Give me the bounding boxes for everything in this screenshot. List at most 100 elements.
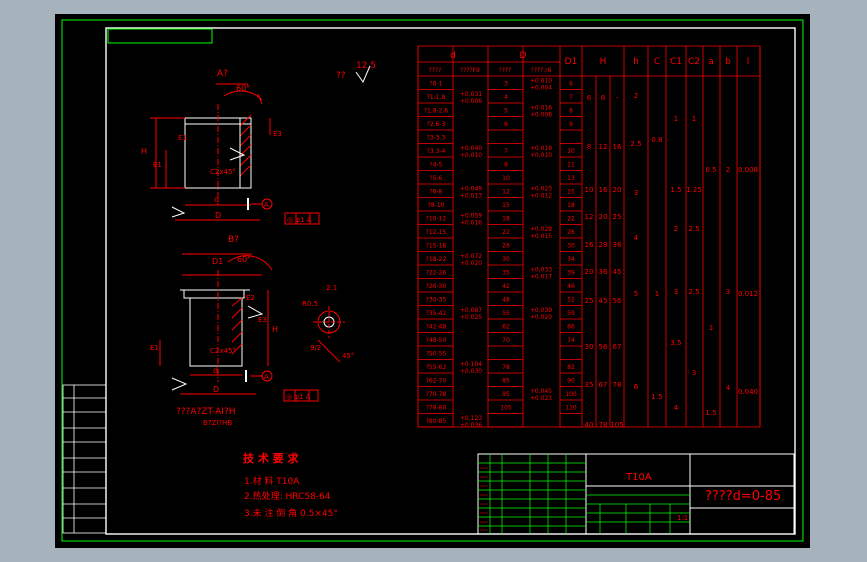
row-D: 3 <box>504 81 508 88</box>
row-D-tol-lower: +0.017 <box>530 274 552 281</box>
row-D: 22 <box>502 229 510 236</box>
cell-param: 1.25 <box>686 186 702 194</box>
row-D: 18 <box>502 216 510 223</box>
row-D-tol-upper: +0.010 <box>530 78 552 85</box>
cell-H: 56 <box>613 297 622 305</box>
row-d-tol-upper: +0.123 <box>460 415 482 422</box>
view-a: A? 60° H E1 E1 E3 d D C2x45° <box>141 69 320 225</box>
row-d-tol-upper: +0.031 <box>460 91 482 98</box>
row-D1: 22 <box>567 216 575 223</box>
cell-H: 56 <box>599 343 608 351</box>
cell-param: 0.040 <box>738 388 758 396</box>
header-D-tol: ????.r6 <box>531 67 552 74</box>
row-D-tol-lower: +0.023 <box>530 395 552 402</box>
row-d-tol-lower: +0.010 <box>460 152 482 159</box>
cell-param: 3 <box>692 369 696 377</box>
cell-H: 28 <box>599 241 608 249</box>
svg-text:9/2: 9/2 <box>310 344 321 352</box>
cell-param: 1.5 <box>670 186 681 194</box>
view-a-chamfer: C2x45° <box>210 168 236 176</box>
row-D-tol-lower: +0.010 <box>530 152 552 159</box>
cell-H: 16 <box>613 143 622 151</box>
top-left-tag <box>107 28 213 44</box>
svg-text:R0.5: R0.5 <box>302 300 318 308</box>
cell-H: 12 <box>585 213 594 221</box>
row-d: ?22-26 <box>426 270 447 277</box>
row-d: ?2.6-3 <box>427 121 446 128</box>
cell-param: 0.008 <box>738 166 758 174</box>
row-D: 35 <box>502 270 510 277</box>
view-a-dim-d: d <box>214 195 219 204</box>
header-h: h <box>633 57 639 67</box>
row-d: ?12-15 <box>426 229 447 236</box>
row-D: 30 <box>502 256 510 263</box>
surface-note-prefix: ?? <box>336 71 346 81</box>
view-b: B? 60° D1 H E1 E2 E3 C2x45° d D A <box>150 235 354 402</box>
cell-H: 16 <box>585 241 594 249</box>
svg-text:E1: E1 <box>150 344 159 352</box>
header-C: C <box>654 57 660 67</box>
cell-param: 2 <box>634 92 638 100</box>
row-D1: 82 <box>567 364 575 371</box>
row-d-tol-lower: +0.020 <box>460 260 482 267</box>
roughness-symbol <box>355 65 371 84</box>
cell-param: 1 <box>674 115 678 123</box>
cell-param: 2.5 <box>630 140 641 148</box>
header-d-tol: ????F9 <box>460 67 480 74</box>
svg-text:2:1: 2:1 <box>326 284 337 292</box>
svg-text:45°: 45° <box>342 352 354 360</box>
row-D: 105 <box>500 405 512 412</box>
cell-param: 3 <box>634 189 638 197</box>
cell-H: 25 <box>613 213 622 221</box>
cell-H: 78 <box>599 421 608 429</box>
row-D: 95 <box>502 391 510 398</box>
header-C1: C1 <box>670 57 682 67</box>
row-d-tol-lower: +0.025 <box>460 314 482 321</box>
outer-frame <box>61 19 804 542</box>
row-D: 78 <box>502 364 510 371</box>
row-d-tol-lower: +0.006 <box>460 98 482 105</box>
header-d: d <box>450 51 456 61</box>
row-D1: 46 <box>567 283 575 290</box>
cell-H: 20 <box>585 268 594 276</box>
cell-param: 4 <box>634 234 639 242</box>
svg-text:A: A <box>264 201 269 209</box>
row-d: ?26-30 <box>426 283 447 290</box>
row-d: ?70-78 <box>426 391 447 398</box>
row-d: ?35-42 <box>426 310 447 317</box>
cell-H: 45 <box>599 297 608 305</box>
svg-text:D1: D1 <box>212 257 223 266</box>
row-d-tol-lower: +0.013 <box>460 193 482 200</box>
row-d: ?5-6 <box>430 175 443 182</box>
row-D1: 6 <box>569 81 573 88</box>
title-material: T10A <box>625 472 652 483</box>
svg-text:E3: E3 <box>258 316 267 324</box>
svg-text:H: H <box>141 147 147 156</box>
cell-param: 4 <box>674 404 679 412</box>
cell-param: 6 <box>634 383 639 391</box>
row-D1: 34 <box>567 256 575 263</box>
row-D1: 100 <box>565 391 577 398</box>
tech-req-item-2: 2.热处理: HRC58-64 <box>244 490 331 502</box>
svg-text:d: d <box>213 366 218 375</box>
view-b-chamfer: C2x45° <box>210 347 236 355</box>
row-D-tol-lower: +0.004 <box>530 85 552 92</box>
row-D: 42 <box>502 283 510 290</box>
row-D: 48 <box>502 297 510 304</box>
svg-text:◎ φ1 A: ◎ φ1 A <box>287 216 312 224</box>
header-l: l <box>747 57 750 67</box>
cell-H: - <box>616 94 619 102</box>
view-b-label: B? <box>228 235 239 245</box>
cell-param: 1 <box>655 290 659 298</box>
row-D-tol-upper: +0.039 <box>530 307 552 314</box>
row-d-tol-upper: +0.059 <box>460 213 482 220</box>
row-d: ?80-85 <box>426 418 447 425</box>
cell-param: 0.5 <box>705 166 716 174</box>
row-d: ?42-48 <box>426 324 447 331</box>
cell-H: 6 <box>587 94 592 102</box>
header-a: a <box>708 57 714 67</box>
row-D-tol-upper: +0.016 <box>530 105 552 112</box>
row-D: 70 <box>502 337 510 344</box>
row-d: ?62-70 <box>426 378 447 385</box>
